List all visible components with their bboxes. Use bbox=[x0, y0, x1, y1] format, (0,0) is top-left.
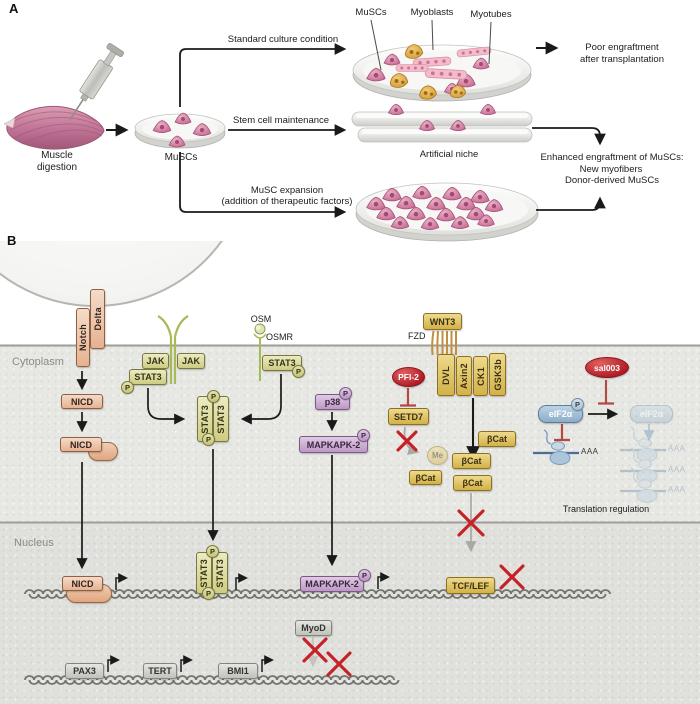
enhanced-label-1: Enhanced engraftment of MuSCs: bbox=[540, 152, 684, 163]
phospho-badge: P bbox=[202, 587, 215, 600]
phospho-badge: P bbox=[121, 381, 134, 394]
aaa-label: AAA bbox=[581, 447, 599, 456]
phospho-badge: P bbox=[292, 365, 305, 378]
neighbor-cell bbox=[0, 241, 223, 307]
branch-arrow-top bbox=[179, 43, 347, 107]
phospho-badge: P bbox=[206, 545, 219, 558]
muscle-illustration bbox=[3, 105, 105, 150]
phospho-badge: P bbox=[207, 390, 220, 403]
sal003-inhibitor: sal003 bbox=[585, 357, 629, 378]
translation-regulation-label: Translation regulation bbox=[562, 504, 650, 514]
pax3-box: PAX3 bbox=[65, 663, 104, 679]
artificial-niche-label: Artificial niche bbox=[419, 149, 479, 160]
syringe-icon bbox=[68, 43, 124, 121]
tcf-lef-box: TCF/LEF bbox=[446, 577, 495, 594]
osm-label: OSM bbox=[250, 314, 272, 324]
tert-box: TERT bbox=[143, 663, 177, 679]
stat3-box-osmr: STAT3 bbox=[262, 355, 302, 371]
dish-myotubes-label: Myotubes bbox=[470, 9, 512, 20]
wnt3-box: WNT3 bbox=[423, 313, 462, 330]
petri-dish-expanded bbox=[355, 182, 539, 242]
jak-box-2: JAK bbox=[177, 353, 205, 369]
cytoplasm-label: Cytoplasm bbox=[12, 356, 64, 368]
myod-box: MyoD bbox=[295, 620, 332, 636]
dvl-box: DVL bbox=[437, 354, 455, 396]
poor-engraftment-label-2: after transplantation bbox=[580, 54, 664, 65]
branch-bottom-label-2: (addition of therapeutic factors) bbox=[221, 196, 353, 207]
aaa-label-faded: AAA bbox=[668, 485, 686, 494]
fzd-label: FZD bbox=[408, 331, 426, 341]
phospho-badge: P bbox=[571, 398, 584, 411]
delta-ligand: Delta bbox=[90, 289, 105, 349]
eif2a-box: eIF2α bbox=[538, 405, 583, 423]
arrow-niche-to-enhanced bbox=[532, 127, 606, 146]
cytoplasm-region bbox=[0, 346, 700, 523]
nucleus-region bbox=[0, 523, 700, 704]
branch-bottom-label-1: MuSC expansion bbox=[250, 185, 324, 196]
muscle-digestion-label-1: Muscle bbox=[41, 150, 73, 161]
dish-myoblasts-label: Myoblasts bbox=[410, 7, 454, 18]
mapkapk2-box-nucleus: MAPKAPK-2 bbox=[300, 576, 364, 592]
phospho-badge: P bbox=[357, 429, 370, 442]
nicd-box-1: NICD bbox=[61, 394, 103, 409]
jak-box-1: JAK bbox=[142, 353, 169, 369]
stat3-dimer-right: STAT3 bbox=[213, 396, 229, 442]
arrow-expansion-to-enhanced bbox=[536, 196, 606, 211]
eif2a-box-faded: eIF2α bbox=[630, 405, 673, 423]
setd7-box: SETD7 bbox=[388, 408, 429, 425]
enhanced-label-3: Donor-derived MuSCs bbox=[565, 175, 659, 186]
gsk3b-box: GSK3b bbox=[489, 353, 506, 396]
mapkapk2-box-cyto: MAPKAPK-2 bbox=[299, 436, 368, 453]
stat3-box-jak: STAT3 bbox=[129, 369, 167, 385]
enhanced-label-2: New myofibers bbox=[579, 164, 643, 175]
aaa-label-faded: AAA bbox=[668, 465, 686, 474]
phospho-badge: P bbox=[202, 433, 215, 446]
dish-label-leader-lines bbox=[370, 19, 492, 71]
bcat-box-1: βCat bbox=[478, 431, 516, 447]
branch-middle-label: Stem cell maintenance bbox=[232, 115, 330, 126]
aaa-label-faded: AAA bbox=[668, 444, 686, 453]
petri-dish-muscs bbox=[134, 112, 226, 149]
axin2-box: Axin2 bbox=[456, 356, 472, 396]
nicd-box-nucleus: NICD bbox=[62, 576, 103, 591]
notch-receptor: Notch bbox=[76, 308, 90, 367]
bcat-box-3: βCat bbox=[409, 470, 442, 485]
nicd-box-2: NICD bbox=[60, 437, 102, 452]
panel-a-label: A bbox=[9, 1, 19, 16]
petri-dish-mixed bbox=[352, 43, 532, 102]
dish-muscs-label: MuSCs bbox=[355, 7, 387, 18]
phospho-badge: P bbox=[339, 387, 352, 400]
phospho-badge: P bbox=[358, 569, 371, 582]
bcat-box-4: βCat bbox=[453, 475, 492, 491]
pfi2-inhibitor: PFI-2 bbox=[392, 367, 425, 387]
bcat-box-2: βCat bbox=[452, 453, 491, 469]
artificial-niche-tubes bbox=[351, 103, 533, 143]
muscle-digestion-label-2: digestion bbox=[36, 162, 78, 173]
bmi1-box: BMI1 bbox=[218, 663, 258, 679]
me-badge: Me bbox=[427, 446, 448, 465]
ck1-box: CK1 bbox=[473, 356, 488, 396]
stat3-nuclear-dimer-right: STAT3 bbox=[212, 552, 228, 594]
poor-engraftment-label-1: Poor engraftment bbox=[585, 42, 659, 53]
muscs-dish-label: MuSCs bbox=[164, 152, 198, 163]
nucleus-label: Nucleus bbox=[14, 537, 54, 549]
branch-top-label: Standard culture condition bbox=[227, 34, 339, 45]
osmr-label: OSMR bbox=[266, 332, 293, 342]
panel-b-label: B bbox=[7, 233, 17, 248]
